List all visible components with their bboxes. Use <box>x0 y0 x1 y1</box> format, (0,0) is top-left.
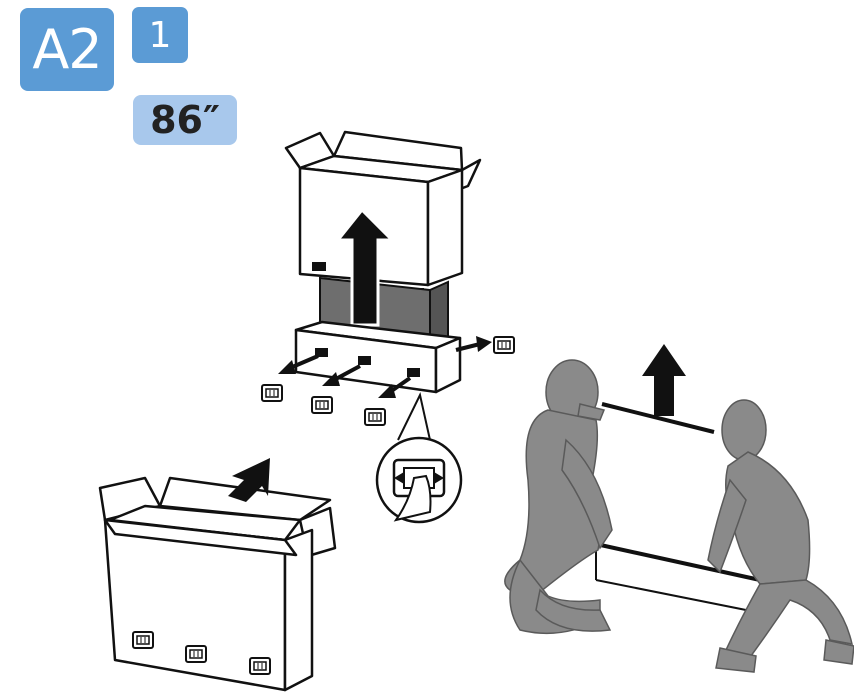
person-icon <box>707 399 854 673</box>
up-arrow-icon <box>334 207 396 327</box>
empty-box <box>98 476 337 692</box>
lifted-box <box>284 130 482 297</box>
substep-badge: 1 <box>132 7 188 63</box>
pull-arrow-icon <box>278 336 492 398</box>
screen-size-badge: 86″ <box>133 95 237 145</box>
up-arrow-icon <box>228 458 270 502</box>
box-base-tray <box>294 320 462 394</box>
person-icon <box>504 359 613 635</box>
up-arrow-icon <box>642 344 686 416</box>
step-badge: A2 <box>20 8 114 91</box>
squeeze-clip-icon <box>375 391 463 524</box>
